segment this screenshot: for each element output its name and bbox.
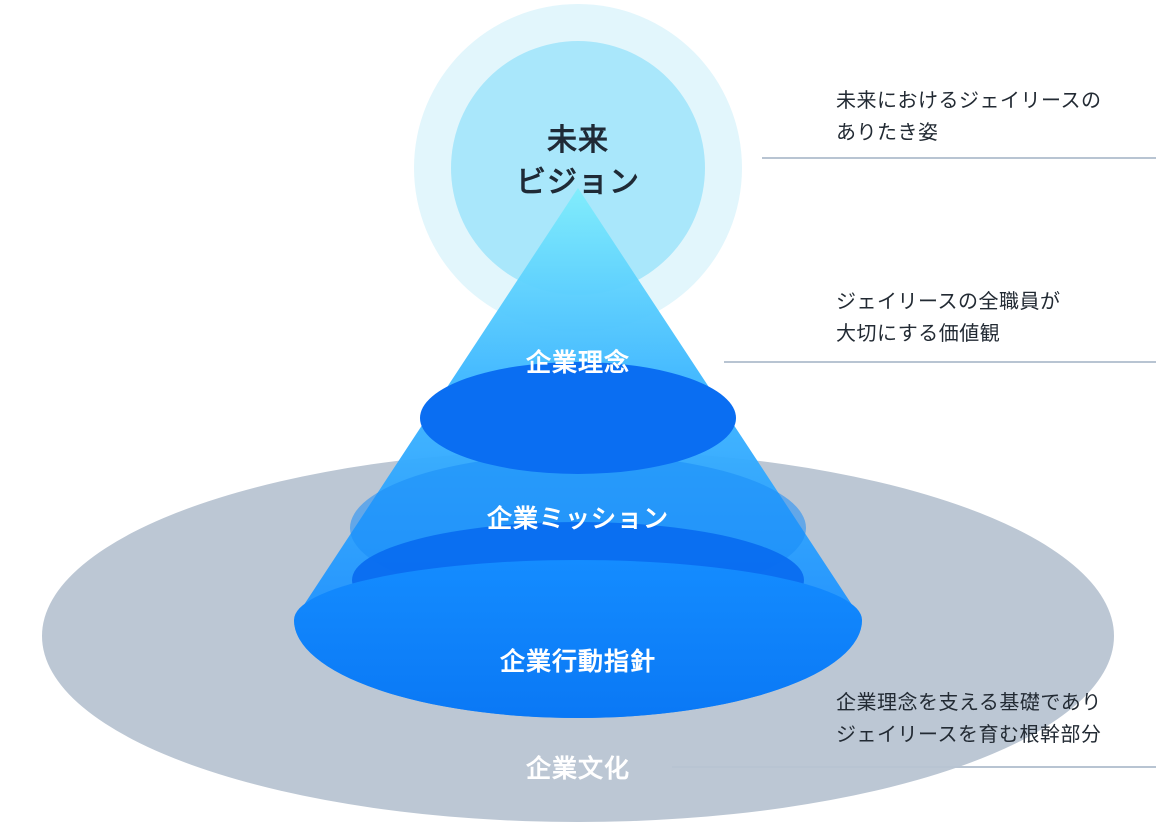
culture-description-line1: 企業理念を支える基礎であり bbox=[836, 690, 1102, 714]
culture-description: 企業理念を支える基礎であり ジェイリースを育む根幹部分 bbox=[836, 686, 1102, 750]
guideline-label: 企業行動指針 bbox=[499, 647, 656, 676]
philosophy-label: 企業理念 bbox=[525, 348, 630, 377]
vision-inner-circle bbox=[451, 41, 705, 295]
philosophy-divider bbox=[724, 361, 1156, 363]
vision-label: 未来 ビジョン bbox=[478, 120, 678, 204]
vision-divider bbox=[762, 157, 1156, 159]
vision-description: 未来におけるジェイリースの ありたき姿 bbox=[836, 84, 1102, 148]
vision-label-line2: ビジョン bbox=[516, 165, 640, 200]
philosophy-description-line2: 大切にする価値観 bbox=[836, 321, 1001, 345]
cone-bottom-ellipse bbox=[294, 560, 862, 718]
vision-label-line1: 未来 bbox=[547, 123, 609, 158]
culture-divider bbox=[672, 766, 1156, 768]
philosophy-description-line1: ジェイリースの全職員が bbox=[836, 289, 1061, 313]
culture-label: 企業文化 bbox=[525, 754, 630, 783]
philosophy-description: ジェイリースの全職員が 大切にする価値観 bbox=[836, 285, 1061, 349]
culture-description-line2: ジェイリースを育む根幹部分 bbox=[836, 722, 1102, 746]
philosophy-layer-ellipse bbox=[420, 362, 736, 474]
vision-description-line1: 未来におけるジェイリースの bbox=[836, 88, 1102, 112]
vision-description-line2: ありたき姿 bbox=[836, 120, 939, 144]
mission-label: 企業ミッション bbox=[486, 504, 669, 533]
